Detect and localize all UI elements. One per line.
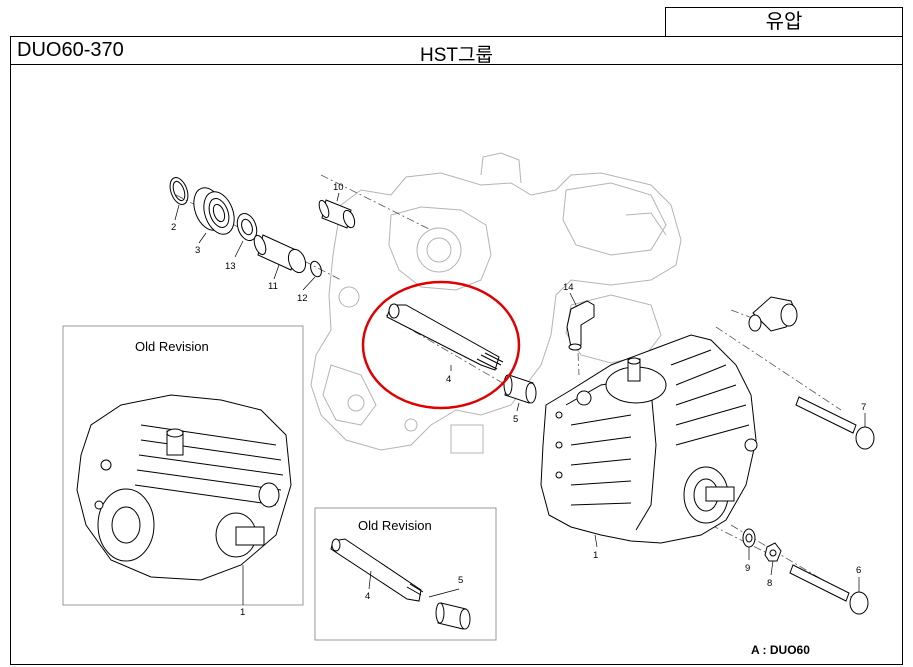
part-11-bushing (253, 234, 307, 274)
callout-4: 4 (446, 374, 451, 385)
part-13-washer (236, 212, 258, 242)
part-12-o-ring (310, 260, 322, 278)
callout-labels: 10 2 3 13 11 12 14 4 5 7 1 9 8 6 1 4 5 O… (135, 182, 866, 618)
callout-6: 6 (856, 565, 861, 576)
callout-14: 14 (563, 282, 574, 293)
part-3-bearing (193, 187, 235, 235)
callout-5: 5 (513, 414, 518, 425)
callout-7: 7 (861, 402, 866, 413)
inset-left-title: Old Revision (135, 339, 209, 354)
part-8-nut (764, 542, 782, 562)
part-5-sleeve (503, 374, 537, 404)
leader-lines (174, 192, 866, 605)
inset-right-callout-4: 4 (365, 591, 370, 602)
category-box: 유압 (665, 7, 903, 37)
inset-left-pump (76, 394, 292, 581)
inset-right-title: Old Revision (358, 518, 432, 533)
part-1-hst-pump (540, 334, 758, 544)
part-14-elbow-fitting (566, 300, 595, 351)
part-6-bolt (789, 564, 869, 615)
part-10-sleeve (318, 199, 356, 229)
model-legend: A : DUO60 (751, 643, 810, 657)
highlight-circle (361, 280, 521, 410)
callout-1: 1 (593, 550, 598, 561)
title-row: DUO60-370 HST그룹 (11, 37, 902, 66)
callout-3: 3 (195, 245, 200, 256)
callout-12: 12 (297, 293, 308, 304)
callout-11: 11 (268, 281, 278, 292)
group-title: HST그룹 (420, 45, 493, 66)
callout-9: 9 (745, 563, 750, 574)
callout-13: 13 (225, 261, 236, 272)
drawing-frame: DUO60-370 HST그룹 (10, 36, 903, 665)
ghost-housing (310, 152, 682, 454)
callout-2: 2 (171, 222, 176, 233)
model-code: DUO60-370 (17, 39, 124, 61)
inset-left-callout-1: 1 (240, 607, 245, 618)
exploded-parts-diagram: 10 2 3 13 11 12 14 4 5 7 1 9 8 6 1 4 5 O… (62, 152, 875, 641)
inset-right-old-revision (314, 507, 497, 641)
category-label: 유압 (765, 11, 803, 33)
part-9-washer (742, 528, 756, 548)
callout-8: 8 (767, 578, 772, 589)
callout-10: 10 (333, 182, 344, 193)
part-4-shaft (386, 303, 504, 371)
inset-left-old-revision (62, 325, 304, 606)
inset-right-callout-5: 5 (458, 575, 463, 586)
part-7-bolt (795, 396, 875, 450)
inset-right-sleeve (435, 602, 471, 630)
hydraulic-elbow-fitting (748, 296, 798, 332)
inset-right-shaft (330, 538, 424, 602)
part-2-snap-ring (169, 177, 189, 205)
